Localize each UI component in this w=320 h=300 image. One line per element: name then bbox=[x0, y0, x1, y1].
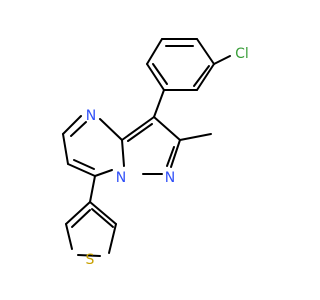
bond bbox=[99, 118, 123, 141]
bond bbox=[94, 169, 113, 177]
bond bbox=[153, 116, 181, 141]
pyrimidine-ring bbox=[62, 115, 123, 203]
bond bbox=[77, 254, 101, 257]
bond bbox=[196, 38, 215, 65]
bond bbox=[196, 63, 215, 91]
structure-drawing: Cl N N N S bbox=[62, 38, 249, 268]
pyrazole-ring bbox=[121, 116, 212, 175]
bond bbox=[146, 63, 165, 91]
bridgehead-nitrogen-label: N bbox=[116, 170, 126, 186]
bond bbox=[127, 123, 153, 142]
bond bbox=[62, 133, 69, 165]
bond bbox=[152, 63, 168, 85]
chlorine-atom-label: Cl bbox=[235, 46, 249, 62]
bond bbox=[108, 223, 117, 254]
bond bbox=[89, 175, 96, 203]
bond bbox=[73, 159, 95, 170]
bond bbox=[166, 146, 175, 167]
bond bbox=[71, 209, 91, 228]
bond bbox=[91, 208, 114, 228]
bond bbox=[213, 55, 231, 65]
bond bbox=[70, 121, 87, 137]
bond bbox=[65, 201, 91, 225]
chlorophenyl-ring bbox=[146, 38, 231, 91]
molecule-canvas: Cl N N N S bbox=[62, 38, 249, 268]
bond bbox=[170, 139, 181, 168]
bond bbox=[89, 201, 117, 225]
bond bbox=[67, 163, 96, 177]
bond bbox=[179, 133, 212, 141]
thiophene-sulfur-label: S bbox=[86, 252, 95, 268]
bond bbox=[146, 38, 163, 65]
thiophene-ring bbox=[65, 201, 117, 257]
bond bbox=[193, 65, 210, 87]
bond bbox=[121, 116, 155, 141]
bond bbox=[121, 139, 125, 167]
bond bbox=[65, 223, 73, 250]
pyrazole-nitrogen-label: N bbox=[165, 170, 175, 186]
bond bbox=[153, 89, 165, 118]
bond bbox=[62, 115, 82, 135]
pyrimidine-nitrogen-label: N bbox=[86, 108, 96, 124]
